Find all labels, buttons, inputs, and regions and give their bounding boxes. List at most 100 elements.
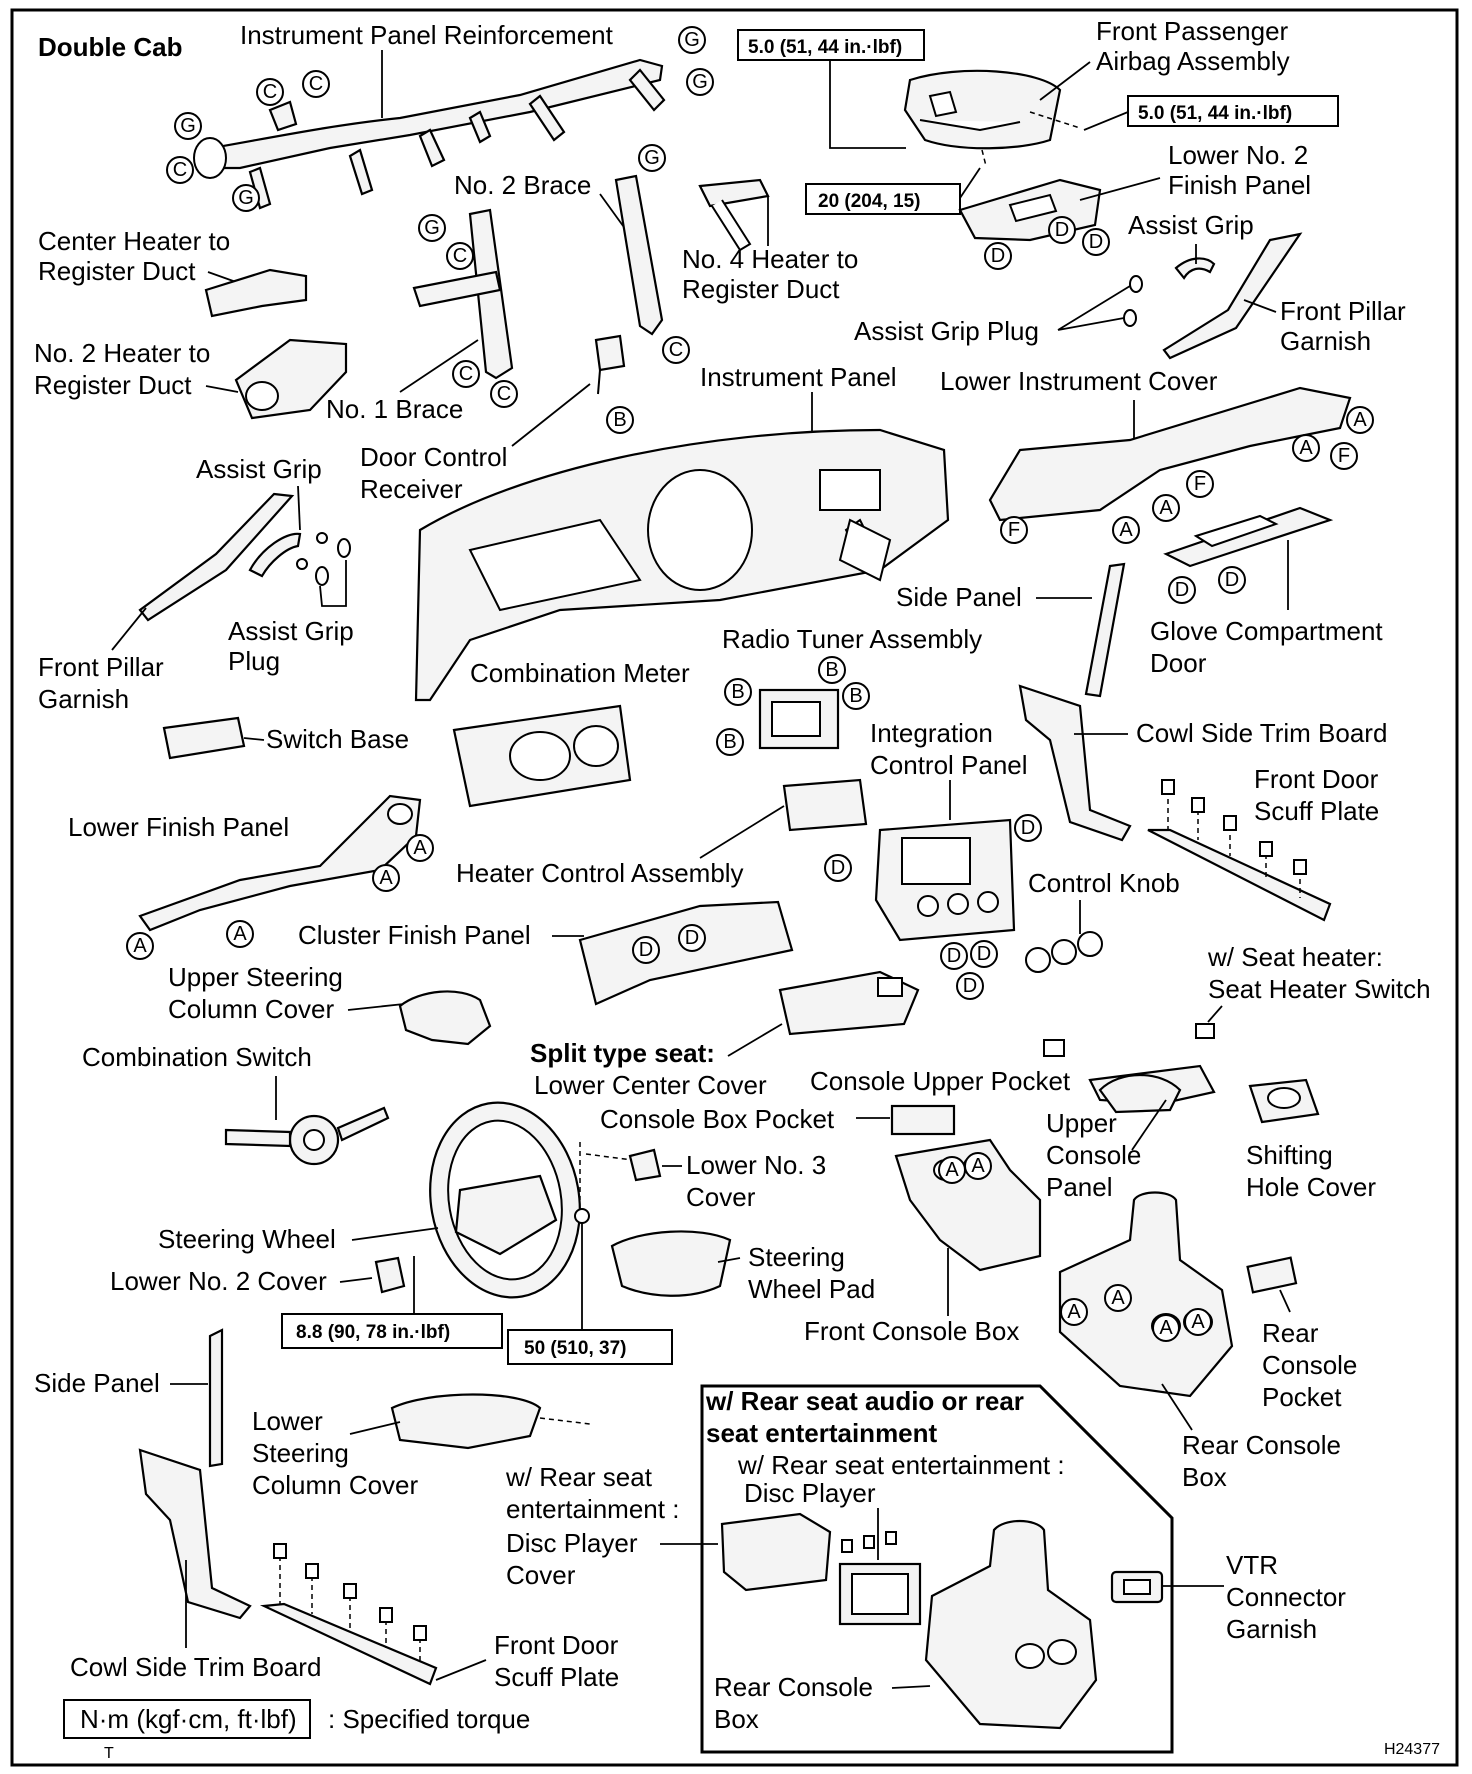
label-side-panel-left: Side Panel	[34, 1368, 160, 1398]
inset-disc-player-line2: Disc Player	[744, 1478, 876, 1508]
leader-switch-base	[243, 737, 265, 741]
label-split-type-seat: Split type seat:	[530, 1038, 715, 1068]
torque-box-airbag-left	[737, 29, 925, 61]
leader-seat-heater	[1207, 1005, 1223, 1023]
leader-assist-grip-left	[297, 485, 301, 531]
label-rear-console-box-line1: Rear Console	[1182, 1430, 1341, 1460]
label-shifting-hole-line1: Shifting	[1246, 1140, 1333, 1170]
leader-torque-airbag-left	[829, 60, 906, 149]
torque-airbag-left: 5.0 (51, 44 in.·lbf)	[748, 37, 902, 58]
assist-grip-left-part	[248, 532, 302, 578]
label-center-heater-duct-line2: Register Duct	[38, 256, 196, 286]
svg-text:D: D	[991, 245, 1005, 267]
leader-pillar-right	[1243, 299, 1277, 313]
torque-airbag-bottom: 20 (204, 15)	[818, 191, 920, 212]
label-upper-console-panel-line3: Panel	[1046, 1172, 1113, 1202]
leader-torque-airbag-right	[1083, 111, 1129, 131]
steering-wheel-pad-part	[610, 1230, 732, 1297]
label-no4-heater-duct-line1: No. 4 Heater to	[682, 244, 858, 274]
steering-nut	[574, 1208, 590, 1224]
leader-rear-console-box	[1161, 1383, 1193, 1431]
inset-rear-console-box-part	[924, 1519, 1098, 1730]
label-front-passenger-airbag-line2: Airbag Assembly	[1096, 46, 1290, 76]
label-assist-grip-top: Assist Grip	[1128, 210, 1254, 240]
label-assist-grip-plug-left-line2: Plug	[228, 646, 280, 676]
torque-airbag-right: 5.0 (51, 44 in.·lbf)	[1138, 103, 1292, 124]
torque-box-airbag-bottom	[805, 183, 961, 215]
inset-title-line1: w/ Rear seat audio or rear	[705, 1386, 1024, 1416]
label-front-pillar-garnish-left-line1: Front Pillar	[38, 652, 164, 682]
svg-text:G: G	[424, 217, 440, 239]
svg-text:G: G	[684, 29, 700, 51]
svg-text:A: A	[413, 837, 427, 859]
lower-instrument-cover-part	[988, 386, 1352, 522]
label-combination-switch: Combination Switch	[82, 1042, 312, 1072]
leader-heater-control	[699, 805, 785, 859]
legend-torque-box	[63, 1699, 311, 1739]
leader-steering-wheel	[351, 1227, 439, 1241]
no2-heater-duct-part	[234, 338, 348, 420]
label-disc-player-cover-line4: Cover	[506, 1560, 576, 1590]
label-lower-finish-panel: Lower Finish Panel	[68, 812, 289, 842]
svg-text:D: D	[639, 939, 653, 961]
bolt-path-lower-steering	[539, 1417, 591, 1425]
control-knob-part	[1025, 931, 1103, 973]
label-no2-heater-duct-line2: Register Duct	[34, 370, 192, 400]
leader-scuff-left	[435, 1659, 487, 1681]
svg-text:D: D	[1225, 569, 1239, 591]
svg-text:D: D	[831, 857, 845, 879]
svg-text:A: A	[233, 923, 247, 945]
label-upper-console-panel-line1: Upper	[1046, 1108, 1117, 1138]
glove-compartment-door-part	[1163, 506, 1334, 568]
torque-box-airbag-right	[1127, 95, 1339, 127]
front-door-scuff-left-part	[259, 1602, 438, 1686]
label-no2-heater-duct-line1: No. 2 Heater to	[34, 338, 210, 368]
label-cluster-finish-panel: Cluster Finish Panel	[298, 920, 531, 950]
front-pillar-garnish-right-part	[1162, 232, 1303, 360]
inset-disc-player-line1: w/ Rear seat entertainment :	[737, 1450, 1065, 1480]
label-side-panel-right: Side Panel	[896, 582, 1022, 612]
label-vtr-garnish-line3: Garnish	[1226, 1614, 1317, 1644]
instrument-panel-reinforcement-part	[193, 58, 666, 210]
assist-grip-plug-left-part	[296, 532, 351, 586]
label-assist-grip-plug-top: Assist Grip Plug	[854, 316, 1039, 346]
svg-text:C: C	[497, 383, 511, 405]
side-panel-left-part	[208, 1328, 224, 1468]
svg-text:C: C	[173, 159, 187, 181]
inset-title-line2: seat entertainment	[706, 1418, 938, 1448]
svg-text:G: G	[692, 71, 708, 93]
leader-rear-console-pocket	[1279, 1289, 1291, 1313]
leader-no1-brace	[399, 339, 479, 393]
svg-text:A: A	[1159, 497, 1173, 519]
no2-brace-part	[614, 174, 664, 336]
switch-base-part	[162, 716, 246, 760]
svg-text:C: C	[453, 245, 467, 267]
leader-door-control	[511, 383, 591, 447]
label-front-door-scuff-left-line1: Front Door	[494, 1630, 619, 1660]
label-front-pillar-garnish-left-line2: Garnish	[38, 684, 129, 714]
label-rear-console-pocket-line3: Pocket	[1262, 1382, 1342, 1412]
label-front-pillar-garnish-right-line2: Garnish	[1280, 326, 1371, 356]
label-door-control-receiver-line1: Door Control	[360, 442, 507, 472]
leader-inset-rear-console	[891, 1685, 931, 1689]
label-cowl-side-trim-right: Cowl Side Trim Board	[1136, 718, 1387, 748]
label-vtr-garnish-line2: Connector	[1226, 1582, 1346, 1612]
legend-text: : Specified torque	[328, 1704, 530, 1734]
svg-text:B: B	[723, 731, 736, 753]
callout-group-radio: B B B B	[716, 656, 870, 756]
callout-group-cluster: D D	[632, 924, 706, 964]
leader-lower-no2-cover	[339, 1277, 373, 1283]
label-lower-instrument-cover: Lower Instrument Cover	[940, 366, 1218, 396]
label-lower-no3-cover-line1: Lower No. 3	[686, 1150, 826, 1180]
svg-text:B: B	[825, 659, 838, 681]
center-heater-duct-part	[204, 268, 308, 318]
diagram-title: Double Cab	[38, 32, 182, 62]
leader-assist-grip-plug-top	[1057, 285, 1131, 331]
callout-group-glove: D D	[1168, 566, 1246, 604]
svg-text:D: D	[1055, 219, 1069, 241]
label-lower-center-cover: Lower Center Cover	[534, 1070, 767, 1100]
label-front-passenger-airbag-line1: Front Passenger	[1096, 16, 1289, 46]
label-rear-console-box-line2: Box	[1182, 1462, 1227, 1492]
svg-text:A: A	[945, 1159, 959, 1181]
